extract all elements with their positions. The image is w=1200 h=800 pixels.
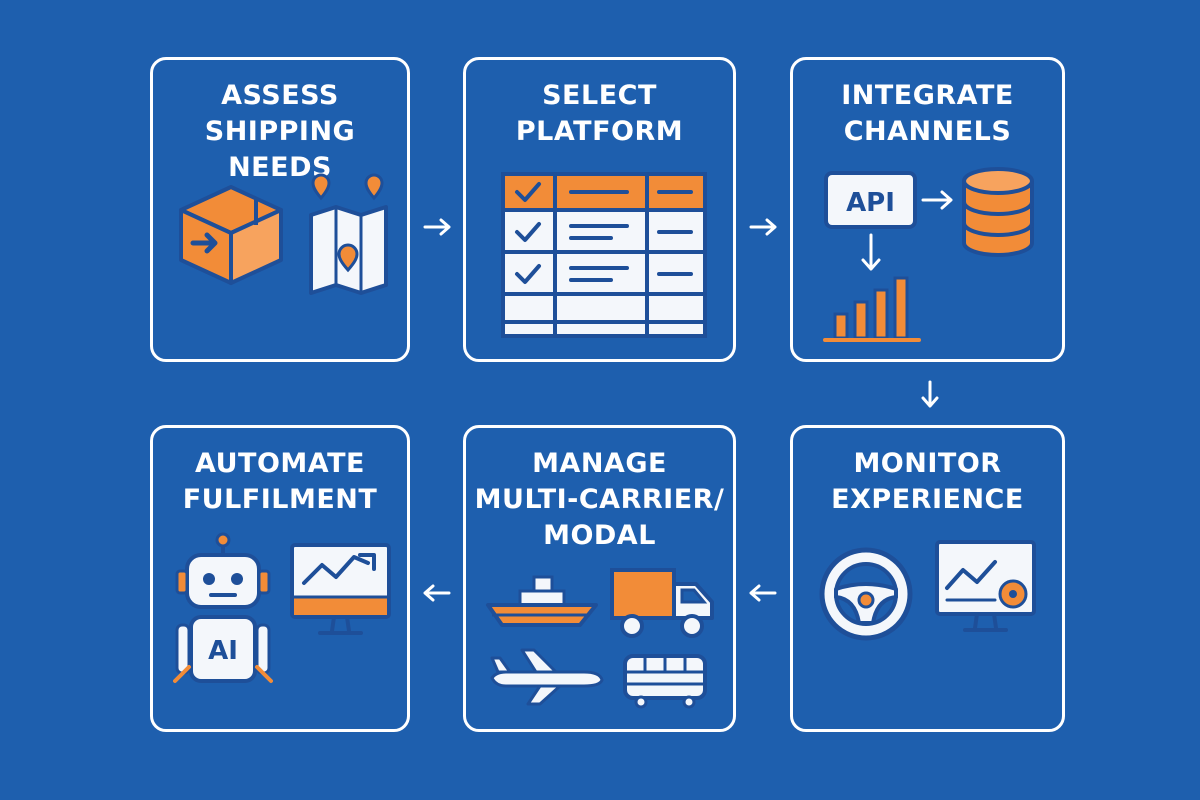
step-card-integrate-channels: INTEGRATE CHANNELS API — [790, 57, 1065, 362]
flow-arrow-right-2 — [749, 218, 777, 236]
flow-arrow-down — [921, 380, 939, 408]
step-title: AUTOMATE FULFILMENT — [182, 448, 378, 515]
step-card-manage-multi-carrier-modal: MANAGE MULTI-CARRIER/ MODAL — [463, 425, 736, 732]
flow-arrow-left-2 — [423, 584, 451, 602]
robot-icon: AI — [173, 532, 273, 683]
bar-chart-icon — [823, 276, 921, 342]
monitor-chart-icon — [935, 540, 1036, 632]
flow-arrow-right-1 — [423, 218, 451, 236]
step-card-automate-fulfilment: AUTOMATE FULFILMENT AI — [150, 425, 410, 732]
step-title: INTEGRATE CHANNELS — [841, 80, 1014, 147]
step-card-monitor-experience: MONITOR EXPERIENCE — [790, 425, 1065, 732]
ship-icon — [486, 575, 598, 627]
arrow-down-icon — [861, 233, 881, 271]
package-box-icon — [179, 185, 283, 285]
steering-wheel-icon — [819, 547, 913, 641]
database-icon — [962, 167, 1034, 257]
checklist-table-icon — [501, 172, 707, 338]
arrow-right-icon — [921, 190, 953, 210]
step-title: MANAGE MULTI-CARRIER/ MODAL — [474, 448, 725, 551]
step-title: ASSESS SHIPPING NEEDS — [204, 80, 356, 183]
flow-arrow-left-1 — [749, 584, 777, 602]
ai-label: AI — [208, 636, 238, 666]
api-label: API — [846, 188, 895, 218]
train-icon — [623, 654, 707, 709]
step-card-select-platform: SELECT PLATFORM — [463, 57, 736, 362]
step-title: MONITOR EXPERIENCE — [831, 448, 1024, 515]
airplane-icon — [490, 648, 604, 706]
monitor-trend-icon — [290, 543, 391, 635]
api-box-icon: API — [824, 171, 917, 229]
step-card-assess-shipping-needs: ASSESS SHIPPING NEEDS — [150, 57, 410, 362]
step-title: SELECT PLATFORM — [515, 80, 684, 147]
map-pins-icon — [309, 173, 388, 295]
truck-icon — [610, 568, 714, 638]
